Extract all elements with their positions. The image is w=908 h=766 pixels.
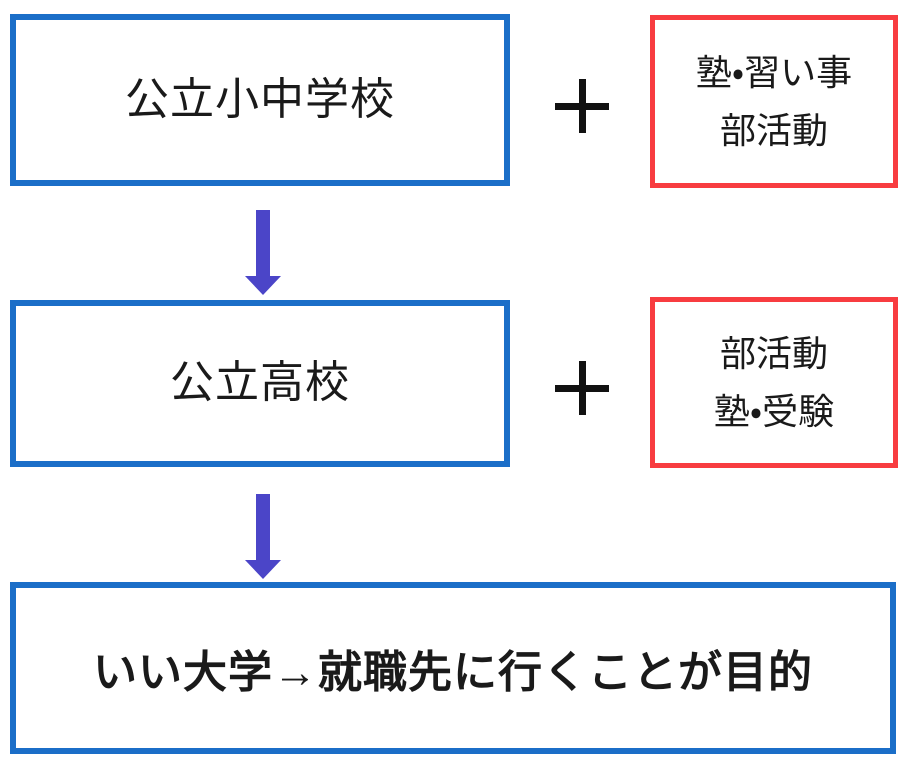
plus-icon <box>555 79 609 133</box>
extras-stage1-line1: 塾・習い事 <box>695 51 853 93</box>
extras-stage2-line2: 塾・受験 <box>713 390 835 432</box>
arrow-down-icon <box>245 210 281 295</box>
box-extras-stage1: 塾・習い事 部活動 <box>650 15 898 188</box>
arrow-head <box>245 276 281 295</box>
box-public-high-school: 公立高校 <box>10 300 510 467</box>
box-extras-stage2: 部活動 塾・受験 <box>650 297 898 468</box>
extras-stage1-line2: 部活動 <box>719 109 828 151</box>
plus-vertical-bar <box>579 79 586 133</box>
arrow-head <box>245 560 281 579</box>
arrow-down-icon <box>245 494 281 579</box>
extras-stage2-line1: 部活動 <box>719 332 828 374</box>
plus-vertical-bar <box>579 361 586 415</box>
public-elementary-junior-high-label: 公立小中学校 <box>125 74 395 124</box>
arrow-shaft <box>256 494 270 561</box>
public-high-school-label: 公立高校 <box>170 358 350 408</box>
goal-label: いい大学→就職先に行くことが目的 <box>93 648 813 697</box>
box-goal: いい大学→就職先に行くことが目的 <box>10 582 896 754</box>
plus-icon <box>555 361 609 415</box>
box-public-elementary-junior-high: 公立小中学校 <box>10 14 510 186</box>
arrow-shaft <box>256 210 270 277</box>
